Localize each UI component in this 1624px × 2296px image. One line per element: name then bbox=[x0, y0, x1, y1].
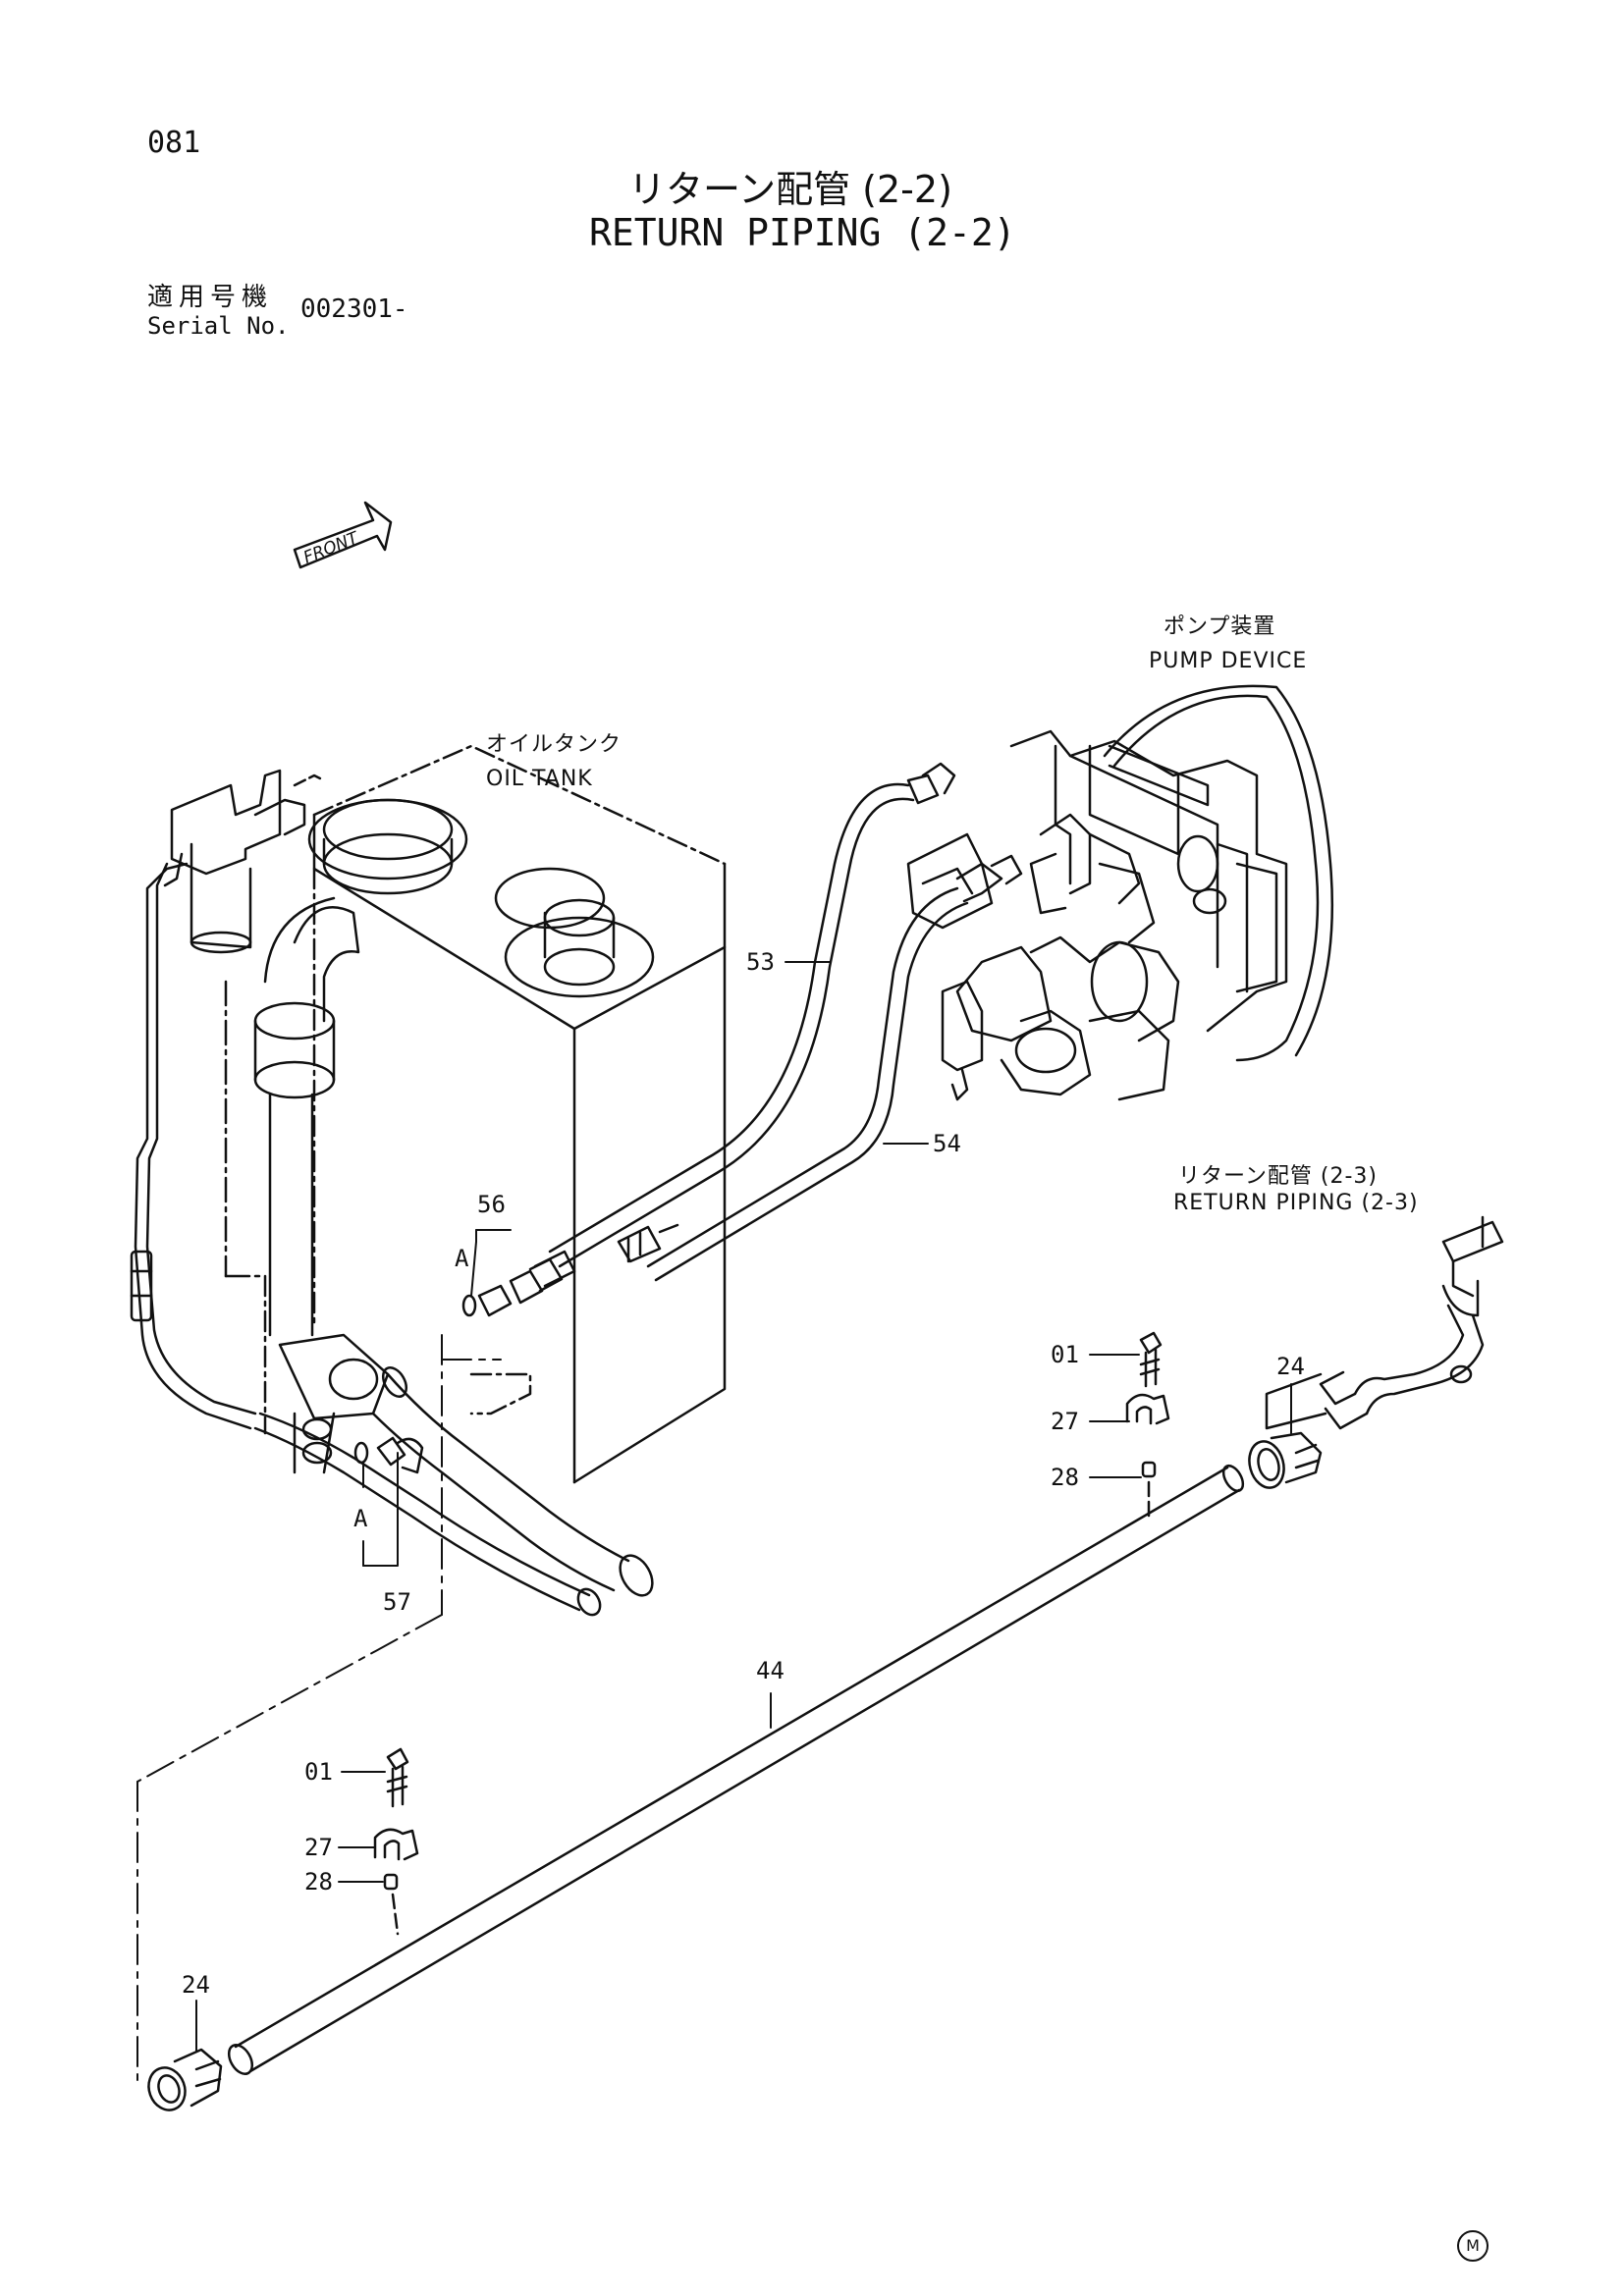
callout-57: 57 bbox=[383, 1588, 411, 1616]
serial-label-english: Serial No. bbox=[147, 312, 290, 340]
oil-tank-label-jp: オイルタンク bbox=[486, 732, 622, 757]
return-piping-2-3-label-en: RETURN PIPING (2-3) bbox=[1173, 1191, 1419, 1215]
hose-clamp-24-left bbox=[147, 2048, 223, 2111]
callout-24-left: 24 bbox=[182, 1971, 210, 1999]
pump-device-label-jp: ポンプ装置 bbox=[1164, 614, 1275, 639]
callout-a-upper: A bbox=[455, 1245, 469, 1272]
callout-56: 56 bbox=[477, 1191, 506, 1218]
callout-54: 54 bbox=[933, 1130, 961, 1157]
callout-44: 44 bbox=[756, 1657, 785, 1684]
page-number: 081 bbox=[147, 126, 201, 160]
callout-28-lower: 28 bbox=[304, 1868, 333, 1896]
serial-number: 002301- bbox=[300, 294, 408, 324]
callout-a-lower: A bbox=[353, 1505, 368, 1532]
fitting-56-assembly bbox=[461, 1223, 679, 1317]
return-pipe-44 bbox=[227, 1464, 1245, 2075]
callout-01-upper: 01 bbox=[1051, 1341, 1079, 1368]
page-title-japanese: リターン配管 (2-2) bbox=[628, 168, 952, 211]
oil-tank-label-en: OIL TANK bbox=[486, 767, 593, 791]
callout-53: 53 bbox=[746, 948, 775, 976]
oil-tank-drawing bbox=[170, 744, 727, 1484]
phantom-lines bbox=[136, 1334, 502, 2082]
manufacturer-mark: M bbox=[1457, 2230, 1489, 2262]
leader-lines bbox=[195, 961, 1292, 2053]
front-arrow-icon: FRONT bbox=[293, 501, 393, 569]
fitting-57-assembly bbox=[353, 1436, 424, 1474]
callout-27-upper: 27 bbox=[1051, 1408, 1079, 1435]
clamp-set-upper bbox=[1125, 1331, 1170, 1523]
callout-27-lower: 27 bbox=[304, 1834, 333, 1861]
pump-device-drawing bbox=[906, 684, 1334, 1101]
return-piping-2-3-label-jp: リターン配管 (2-3) bbox=[1178, 1164, 1378, 1189]
serial-label-japanese: 適用号機 bbox=[147, 283, 274, 312]
left-return-hose bbox=[130, 852, 257, 1430]
callout-28-upper: 28 bbox=[1051, 1464, 1079, 1491]
hose-clamp-24-right bbox=[1248, 1431, 1323, 1489]
callout-24-right: 24 bbox=[1276, 1353, 1305, 1380]
tank-outlet-pipes bbox=[253, 1366, 654, 1617]
front-arrow-label: FRONT bbox=[300, 528, 362, 568]
pump-device-label-en: PUMP DEVICE bbox=[1149, 649, 1307, 673]
clamp-set-lower bbox=[373, 1747, 419, 1936]
pump-hoses-53-54 bbox=[548, 762, 1023, 1282]
page-title-english: RETURN PIPING (2-2) bbox=[589, 211, 1016, 254]
return-piping-2-3-connection bbox=[1265, 1215, 1504, 1430]
callout-01-lower: 01 bbox=[304, 1758, 333, 1786]
